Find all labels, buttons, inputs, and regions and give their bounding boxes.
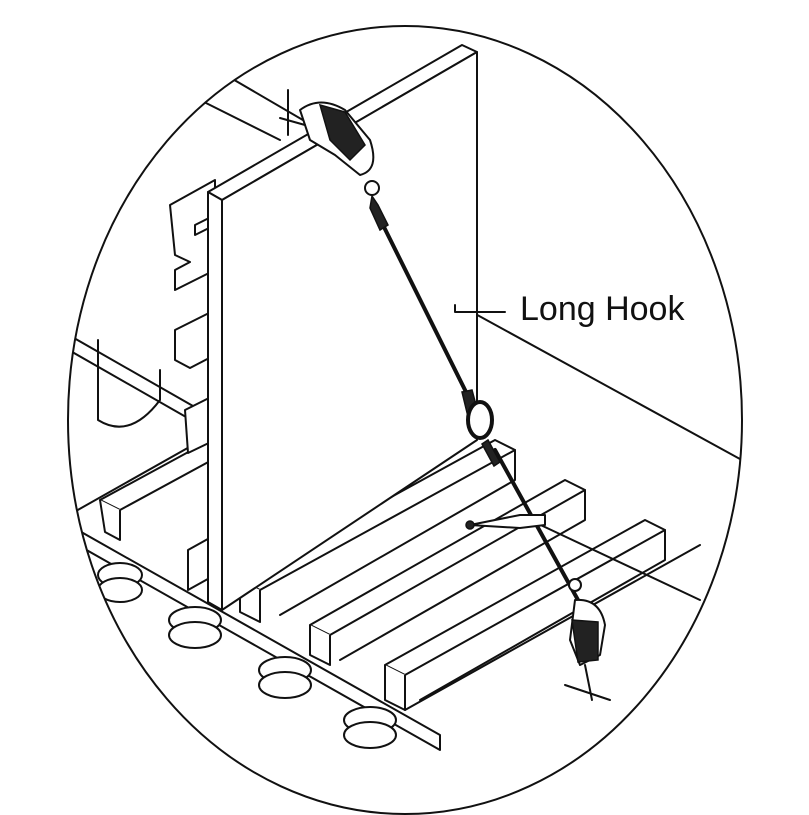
long-hook-label: Long Hook (520, 290, 685, 328)
long-hook (279, 89, 611, 701)
callout-leader-line (454, 304, 506, 313)
top-clamp (279, 89, 389, 232)
turnbuckle (465, 514, 546, 530)
bottom-clamp (564, 578, 611, 701)
detail-circle (67, 25, 743, 815)
detail-view (68, 44, 742, 751)
hook-ring (461, 389, 501, 468)
